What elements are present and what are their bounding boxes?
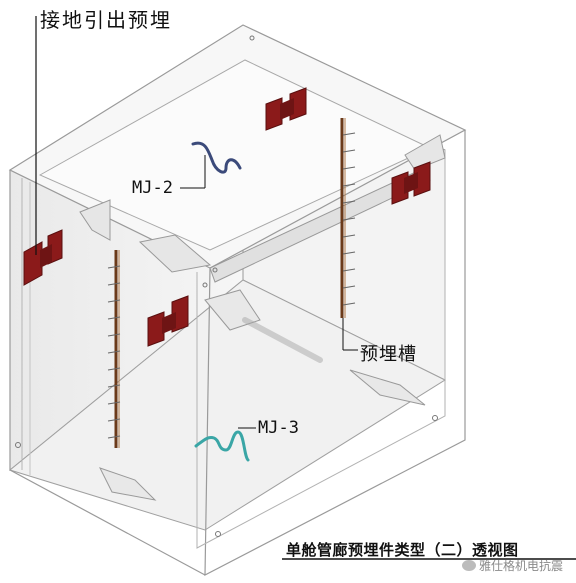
mj2-label: MJ-2 (132, 178, 173, 198)
grounding-label: 接地引出预埋 (40, 8, 172, 32)
watermark-text: 雅仕格机电抗震 (479, 559, 564, 573)
mj3-wavy-rebar-icon (194, 430, 250, 462)
front-frame-left (9, 170, 206, 576)
wechat-icon (462, 560, 476, 571)
front-frame-right (204, 130, 466, 576)
embedded-plate-icon (391, 161, 431, 205)
embedded-plate-icon (265, 87, 307, 131)
embedded-channel-left (107, 250, 121, 448)
haunch-bottom-left (99, 467, 157, 501)
watermark: 雅仕格机电抗震 (462, 557, 563, 574)
haunch-top-right (138, 234, 212, 273)
groove-label: 预埋槽 (360, 344, 417, 365)
floor-groove (242, 317, 323, 363)
mj2-wavy-rebar-icon (191, 141, 242, 174)
figure-caption: 单舱管廊预埋件类型（二）透视图 (286, 541, 519, 559)
embedded-channel-right (340, 118, 356, 318)
haunch-bottom-back (349, 369, 426, 406)
haunch-back-top (404, 134, 446, 171)
mj3-label: MJ-3 (258, 418, 299, 438)
embedded-plate-icon (147, 295, 189, 347)
front-frame-inner (196, 150, 446, 549)
haunch-top-left (79, 199, 111, 241)
anchor-dots (15, 35, 438, 537)
